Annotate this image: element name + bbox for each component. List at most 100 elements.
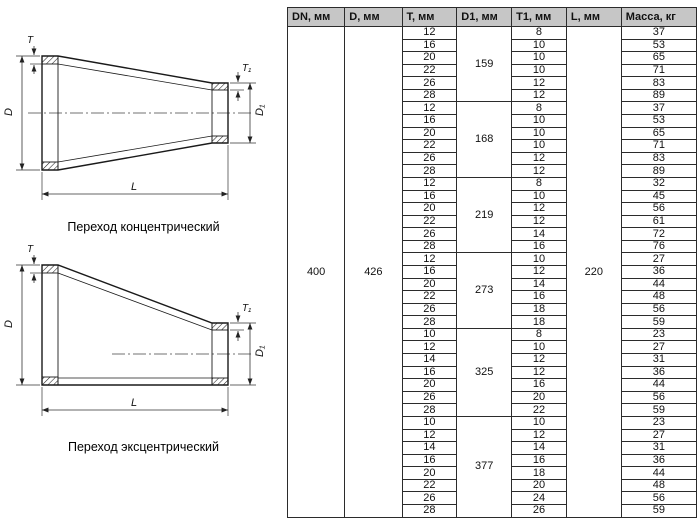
dim-label-l: L xyxy=(131,397,137,409)
cell: 168 xyxy=(456,101,513,178)
cell: 61 xyxy=(620,214,698,229)
cell: 16 xyxy=(511,290,567,304)
cell: 16 xyxy=(401,38,458,53)
cell: 16 xyxy=(401,189,458,204)
cell: 8 xyxy=(511,26,567,40)
cell: 37 xyxy=(620,101,698,116)
cell: 20 xyxy=(401,277,458,292)
cell: 18 xyxy=(511,466,567,480)
cell: 26 xyxy=(401,227,458,241)
cell: 20 xyxy=(401,378,458,392)
cell: 12 xyxy=(401,176,458,191)
cell: 28 xyxy=(401,88,458,103)
cell: 10 xyxy=(511,51,567,65)
cell: 59 xyxy=(620,315,698,329)
cell: 59 xyxy=(620,403,698,417)
cell: 20 xyxy=(511,478,567,493)
cell: 22 xyxy=(401,63,458,78)
cell: 26 xyxy=(401,390,458,405)
cell: 8 xyxy=(511,327,567,342)
figure-eccentric: D D₁ T T₁ L xyxy=(0,240,287,454)
cell: 8 xyxy=(511,101,567,116)
cell: 56 xyxy=(620,390,698,405)
cell: 16 xyxy=(511,239,567,254)
cell: 28 xyxy=(401,403,458,417)
dim-label-t1: T₁ xyxy=(242,63,251,74)
cell: 22 xyxy=(511,403,567,417)
cell: 48 xyxy=(620,290,698,304)
cell: 12 xyxy=(511,365,567,380)
cell: 18 xyxy=(511,315,567,329)
cell: 12 xyxy=(511,214,567,229)
table-row: 26 12 83 xyxy=(288,151,698,166)
column-header: D, мм xyxy=(344,7,403,27)
cell: 12 xyxy=(511,265,567,279)
column-header: L, мм xyxy=(565,7,622,27)
dim-label-l: L xyxy=(131,181,137,193)
cell: 14 xyxy=(401,353,458,367)
cell: 12 xyxy=(511,428,567,443)
cell: 28 xyxy=(401,239,458,254)
table-row: 26 20 56 xyxy=(288,390,698,405)
cell: 65 xyxy=(620,51,698,65)
cell: 23 xyxy=(620,415,698,430)
body-outline xyxy=(41,264,229,386)
cell: 26 xyxy=(401,151,458,166)
cell: 12 xyxy=(511,76,567,90)
cell: 12 xyxy=(511,151,567,166)
cell: 12 xyxy=(511,164,567,178)
cell: 325 xyxy=(456,327,513,417)
cell: 10 xyxy=(511,38,567,53)
cell: 12 xyxy=(401,252,458,266)
table-row: 20 10 65 xyxy=(288,51,698,65)
cell: 31 xyxy=(620,353,698,367)
cell: 89 xyxy=(620,88,698,103)
cell: 16 xyxy=(401,365,458,380)
cell: 10 xyxy=(511,63,567,78)
cell: 12 xyxy=(401,340,458,355)
wall-section xyxy=(41,376,59,386)
concentric-reducer-drawing: D D₁ T T₁ L xyxy=(3,35,266,200)
wall-section xyxy=(211,322,229,331)
column-header: DN, мм xyxy=(286,7,346,27)
cell: 36 xyxy=(620,265,698,279)
cell: 16 xyxy=(401,114,458,128)
cell: 14 xyxy=(511,277,567,292)
cell: 45 xyxy=(620,189,698,204)
cell: 65 xyxy=(620,126,698,141)
cell: 16 xyxy=(401,453,458,468)
cell: 22 xyxy=(401,478,458,493)
cell: 44 xyxy=(620,466,698,480)
column-header: D1, мм xyxy=(456,7,513,27)
figure-concentric: D D₁ T T₁ L xyxy=(0,8,287,234)
cell: 71 xyxy=(620,63,698,78)
cell: 12 xyxy=(401,101,458,116)
eccentric-reducer-drawing: D D₁ T T₁ L xyxy=(3,244,266,416)
cell: 400 xyxy=(286,26,346,518)
cell: 10 xyxy=(401,415,458,430)
cell: 83 xyxy=(620,151,698,166)
cell: 426 xyxy=(344,26,403,518)
cell: 20 xyxy=(511,390,567,405)
cell: 16 xyxy=(511,453,567,468)
cell: 20 xyxy=(401,202,458,216)
cell: 26 xyxy=(401,491,458,505)
cell: 56 xyxy=(620,302,698,317)
cell: 20 xyxy=(401,51,458,65)
